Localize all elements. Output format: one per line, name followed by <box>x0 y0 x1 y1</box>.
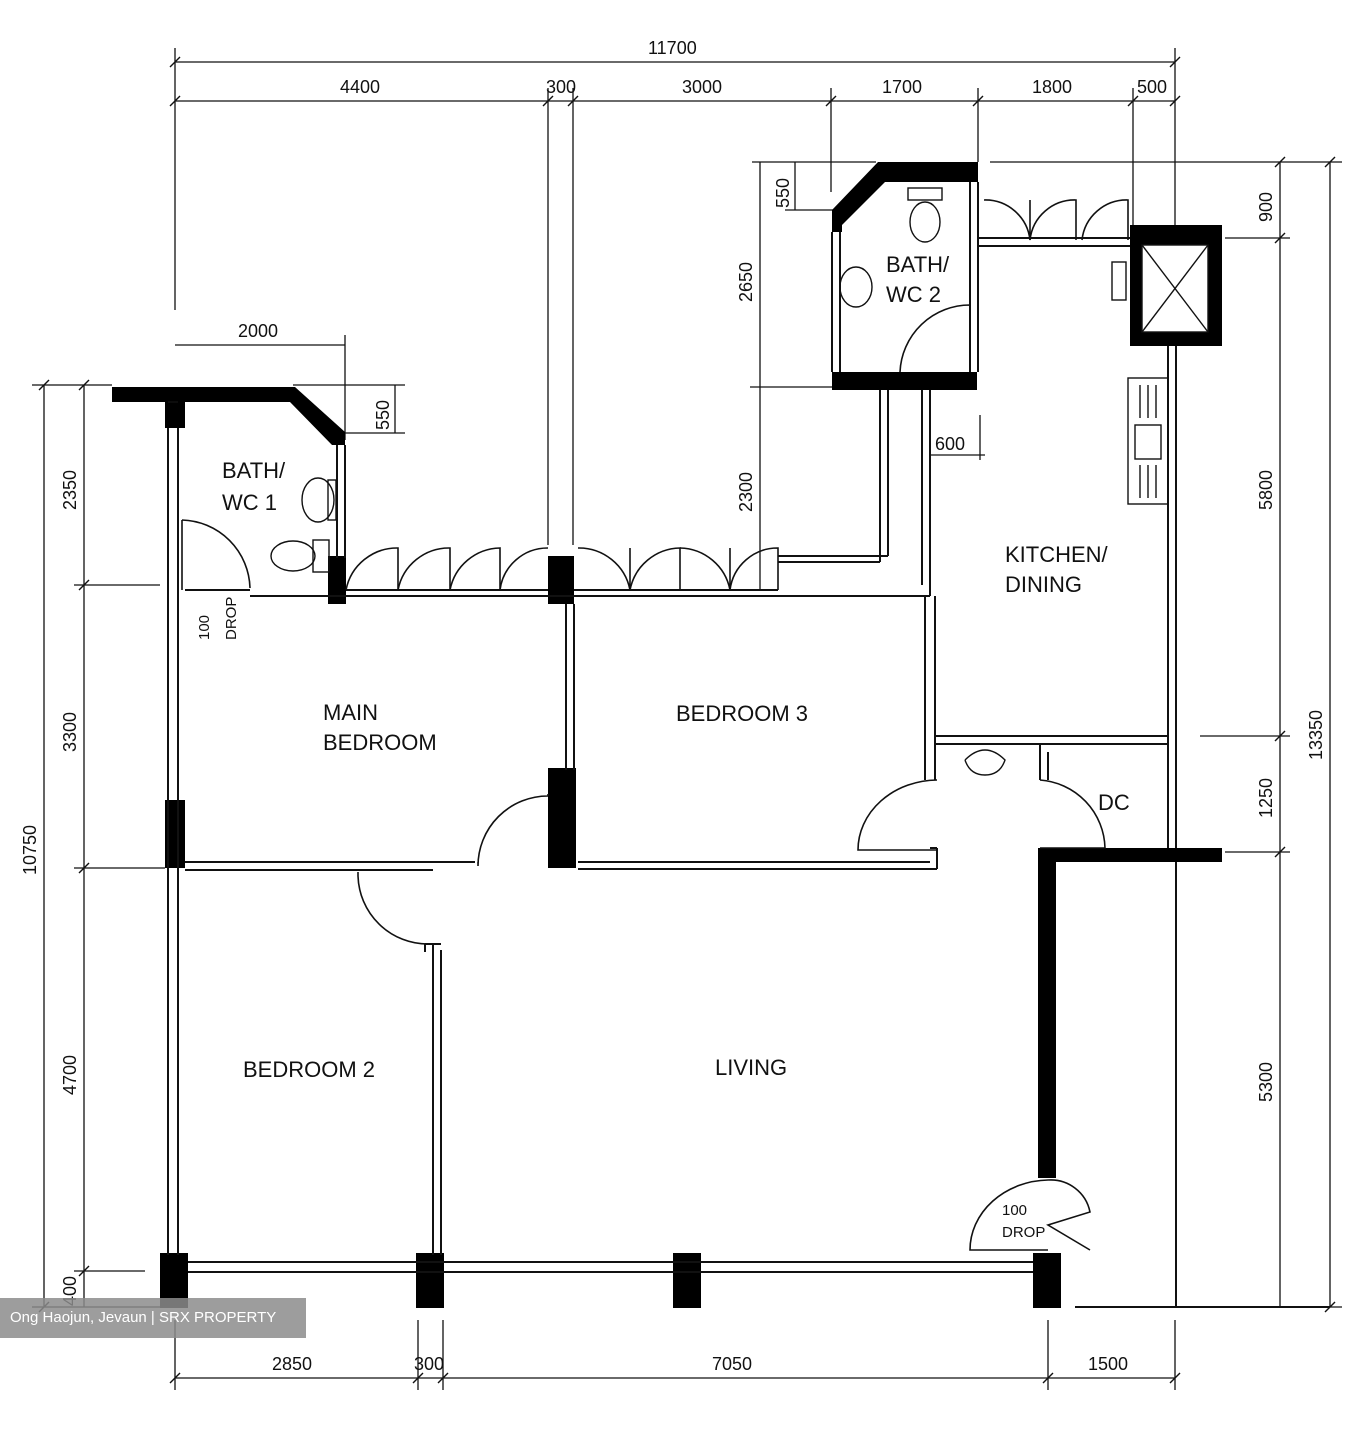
dim-left-overall: 10750 <box>20 825 40 875</box>
kitchen-label: DINING <box>1005 572 1082 597</box>
dim-right-overall: 13350 <box>1306 710 1326 760</box>
bath1-label: WC 1 <box>222 490 277 515</box>
dim-bottom-2: 300 <box>414 1354 444 1374</box>
dim-top-1: 4400 <box>340 77 380 97</box>
dim-bottom-3: 7050 <box>712 1354 752 1374</box>
toilet-icon <box>270 540 316 572</box>
dim-right-3: 1250 <box>1256 778 1276 818</box>
living-label: LIVING <box>715 1055 787 1080</box>
fixtures <box>168 187 1209 776</box>
main-bedroom-label: MAIN <box>323 700 378 725</box>
doors <box>181 199 1129 1251</box>
toilet-icon <box>839 266 873 308</box>
drop2-label: DROP <box>1002 1224 1045 1241</box>
bath1-label: BATH/ <box>222 458 286 483</box>
dim-bath2-offset: 550 <box>773 178 793 208</box>
dim-top-3: 3000 <box>682 77 722 97</box>
drop1-label: DROP <box>223 597 240 640</box>
toilet-icon <box>301 477 335 523</box>
dimension-labels: 11700 4400 300 3000 1700 1800 500 2000 2… <box>20 38 1326 1374</box>
dim-bath1-width: 2000 <box>238 321 278 341</box>
sink-icon <box>1127 377 1169 505</box>
dim-top-2: 300 <box>546 77 576 97</box>
dim-bath2-height: 2650 <box>736 262 756 302</box>
watermark-banner: Ong Haojun, Jevaun | SRX PROPERTY <box>0 1298 306 1338</box>
dim-corridor-width: 600 <box>935 434 965 454</box>
dc-label: DC <box>1098 790 1130 815</box>
room-labels: BATH/ WC 1 BATH/ WC 2 MAIN BEDROOM BEDRO… <box>196 252 1130 1241</box>
dim-top-6: 500 <box>1137 77 1167 97</box>
bedroom2-label: BEDROOM 2 <box>243 1057 375 1082</box>
drop2-value: 100 <box>1002 1202 1027 1219</box>
toilet-icon <box>909 201 941 243</box>
dim-top-5: 1800 <box>1032 77 1072 97</box>
dim-left-2: 3300 <box>60 712 80 752</box>
dim-top-4: 1700 <box>882 77 922 97</box>
dim-bath1-offset: 550 <box>373 400 393 430</box>
bedroom3-label: BEDROOM 3 <box>676 701 808 726</box>
drop1-value: 100 <box>196 615 213 640</box>
dim-right-4: 5300 <box>1256 1062 1276 1102</box>
dim-corridor-height: 2300 <box>736 472 756 512</box>
dim-bottom-1: 2850 <box>272 1354 312 1374</box>
dim-left-3: 4700 <box>60 1055 80 1095</box>
dim-top-overall: 11700 <box>648 38 697 58</box>
dim-left-1: 2350 <box>60 470 80 510</box>
main-bedroom-label: BEDROOM <box>323 730 437 755</box>
thick-walls <box>112 162 1222 1308</box>
dim-bottom-4: 1500 <box>1088 1354 1128 1374</box>
bath2-label: BATH/ <box>886 252 950 277</box>
dim-right-1: 900 <box>1256 192 1276 222</box>
dim-right-2: 5800 <box>1256 470 1276 510</box>
kitchen-label: KITCHEN/ <box>1005 542 1109 567</box>
shower-icon <box>1141 244 1209 333</box>
bath2-label: WC 2 <box>886 282 941 307</box>
